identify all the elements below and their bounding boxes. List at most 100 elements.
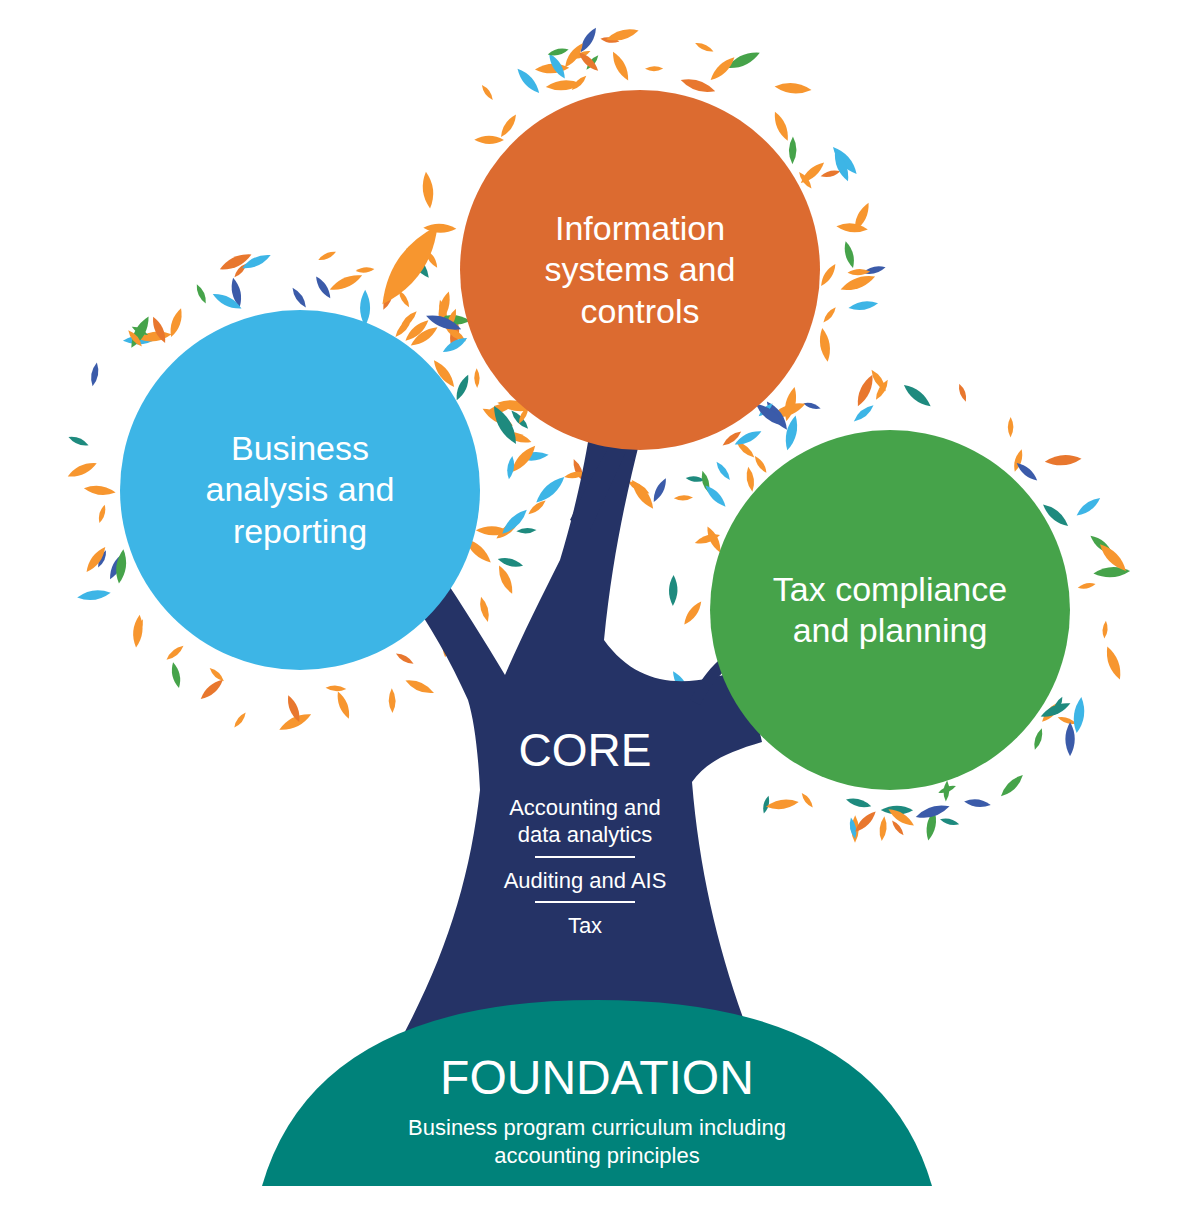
leaf bbox=[694, 531, 721, 546]
leaf bbox=[1008, 417, 1014, 437]
leaf bbox=[1032, 727, 1045, 751]
leaf bbox=[842, 240, 857, 269]
leaf bbox=[395, 651, 415, 666]
leaf bbox=[873, 378, 890, 401]
leaf bbox=[67, 434, 89, 448]
leaf bbox=[1044, 454, 1082, 467]
leaf bbox=[1051, 696, 1064, 715]
leaf bbox=[782, 386, 800, 422]
leaf bbox=[66, 459, 99, 480]
leaf bbox=[150, 315, 169, 345]
leaf bbox=[839, 272, 877, 295]
leaf bbox=[745, 466, 756, 492]
leaf bbox=[774, 81, 812, 95]
leaf bbox=[939, 816, 960, 826]
leaf bbox=[388, 688, 395, 713]
leaf bbox=[605, 26, 640, 44]
leaf bbox=[852, 809, 878, 835]
leaf bbox=[789, 136, 797, 164]
leaf bbox=[404, 676, 436, 696]
leaf bbox=[165, 643, 186, 662]
leaf bbox=[83, 484, 116, 497]
leaf bbox=[167, 307, 185, 339]
leaf bbox=[83, 544, 109, 574]
leaf bbox=[674, 495, 693, 501]
leaf bbox=[489, 403, 521, 447]
leaf bbox=[821, 306, 838, 325]
leaf bbox=[886, 806, 916, 829]
leaf bbox=[441, 335, 469, 356]
leaf bbox=[328, 271, 364, 294]
leaf bbox=[285, 694, 303, 724]
leaf bbox=[547, 47, 569, 58]
leaf bbox=[818, 262, 838, 288]
leaf bbox=[800, 791, 815, 809]
leaf bbox=[232, 711, 247, 729]
section-heading: FOUNDATION bbox=[440, 1048, 754, 1108]
foundation-hill: FOUNDATIONBusiness program curriculum in… bbox=[262, 1000, 932, 1186]
leaf bbox=[998, 772, 1026, 799]
leaf bbox=[211, 290, 244, 312]
leaf bbox=[1074, 495, 1102, 519]
circle-outline bbox=[710, 430, 1070, 790]
leaf bbox=[714, 460, 732, 482]
leaf bbox=[901, 381, 934, 410]
leaf bbox=[957, 383, 969, 403]
leaf bbox=[831, 149, 852, 183]
leaf bbox=[845, 796, 872, 810]
section-body: Accounting and data analytics bbox=[485, 794, 685, 849]
leaf bbox=[771, 110, 792, 143]
circle-label: Tax compliance and planning bbox=[750, 569, 1030, 652]
leaf bbox=[526, 498, 547, 517]
leaf bbox=[516, 527, 537, 534]
leaf bbox=[836, 222, 868, 234]
leaf bbox=[514, 66, 542, 96]
leaf bbox=[1103, 645, 1125, 682]
leaf bbox=[1014, 460, 1039, 483]
leaf bbox=[208, 666, 226, 683]
leaf bbox=[798, 159, 827, 186]
leaf bbox=[474, 368, 480, 388]
leaf bbox=[570, 74, 588, 92]
leaf bbox=[847, 268, 870, 275]
section-heading: CORE bbox=[519, 722, 652, 780]
leaf bbox=[474, 136, 504, 144]
leaf bbox=[290, 286, 309, 309]
leaf bbox=[645, 66, 663, 71]
leaf bbox=[317, 249, 337, 262]
leaf bbox=[679, 75, 717, 96]
leaf bbox=[546, 51, 568, 80]
leaf bbox=[453, 373, 471, 402]
leaf bbox=[194, 283, 208, 305]
leaf bbox=[421, 171, 435, 209]
leaf bbox=[498, 112, 519, 139]
leaf bbox=[393, 317, 414, 340]
leaf bbox=[1102, 620, 1109, 638]
leaf bbox=[334, 690, 352, 720]
leaf bbox=[495, 564, 516, 596]
leaf bbox=[480, 84, 495, 102]
topic-circle: Tax compliance and planning bbox=[710, 430, 1070, 790]
leaf bbox=[562, 41, 586, 70]
circle-fill bbox=[460, 90, 820, 450]
leaf bbox=[360, 290, 370, 326]
leaf bbox=[765, 797, 799, 811]
leaf bbox=[753, 454, 769, 474]
trunk-core: COREAccounting and data analyticsAuditin… bbox=[485, 722, 685, 940]
leaf bbox=[355, 266, 374, 273]
leaf bbox=[1096, 541, 1129, 575]
leaf bbox=[803, 401, 822, 411]
leaf bbox=[325, 685, 346, 692]
leaf bbox=[240, 251, 272, 272]
leaf bbox=[114, 549, 128, 585]
leaf bbox=[914, 802, 951, 822]
leaf bbox=[681, 599, 704, 627]
leaf bbox=[89, 362, 100, 387]
leaf bbox=[848, 299, 879, 312]
leaf bbox=[1072, 696, 1087, 734]
leaf bbox=[408, 324, 440, 350]
leaf bbox=[170, 661, 183, 688]
leaf bbox=[506, 456, 516, 480]
circle-fill bbox=[710, 430, 1070, 790]
